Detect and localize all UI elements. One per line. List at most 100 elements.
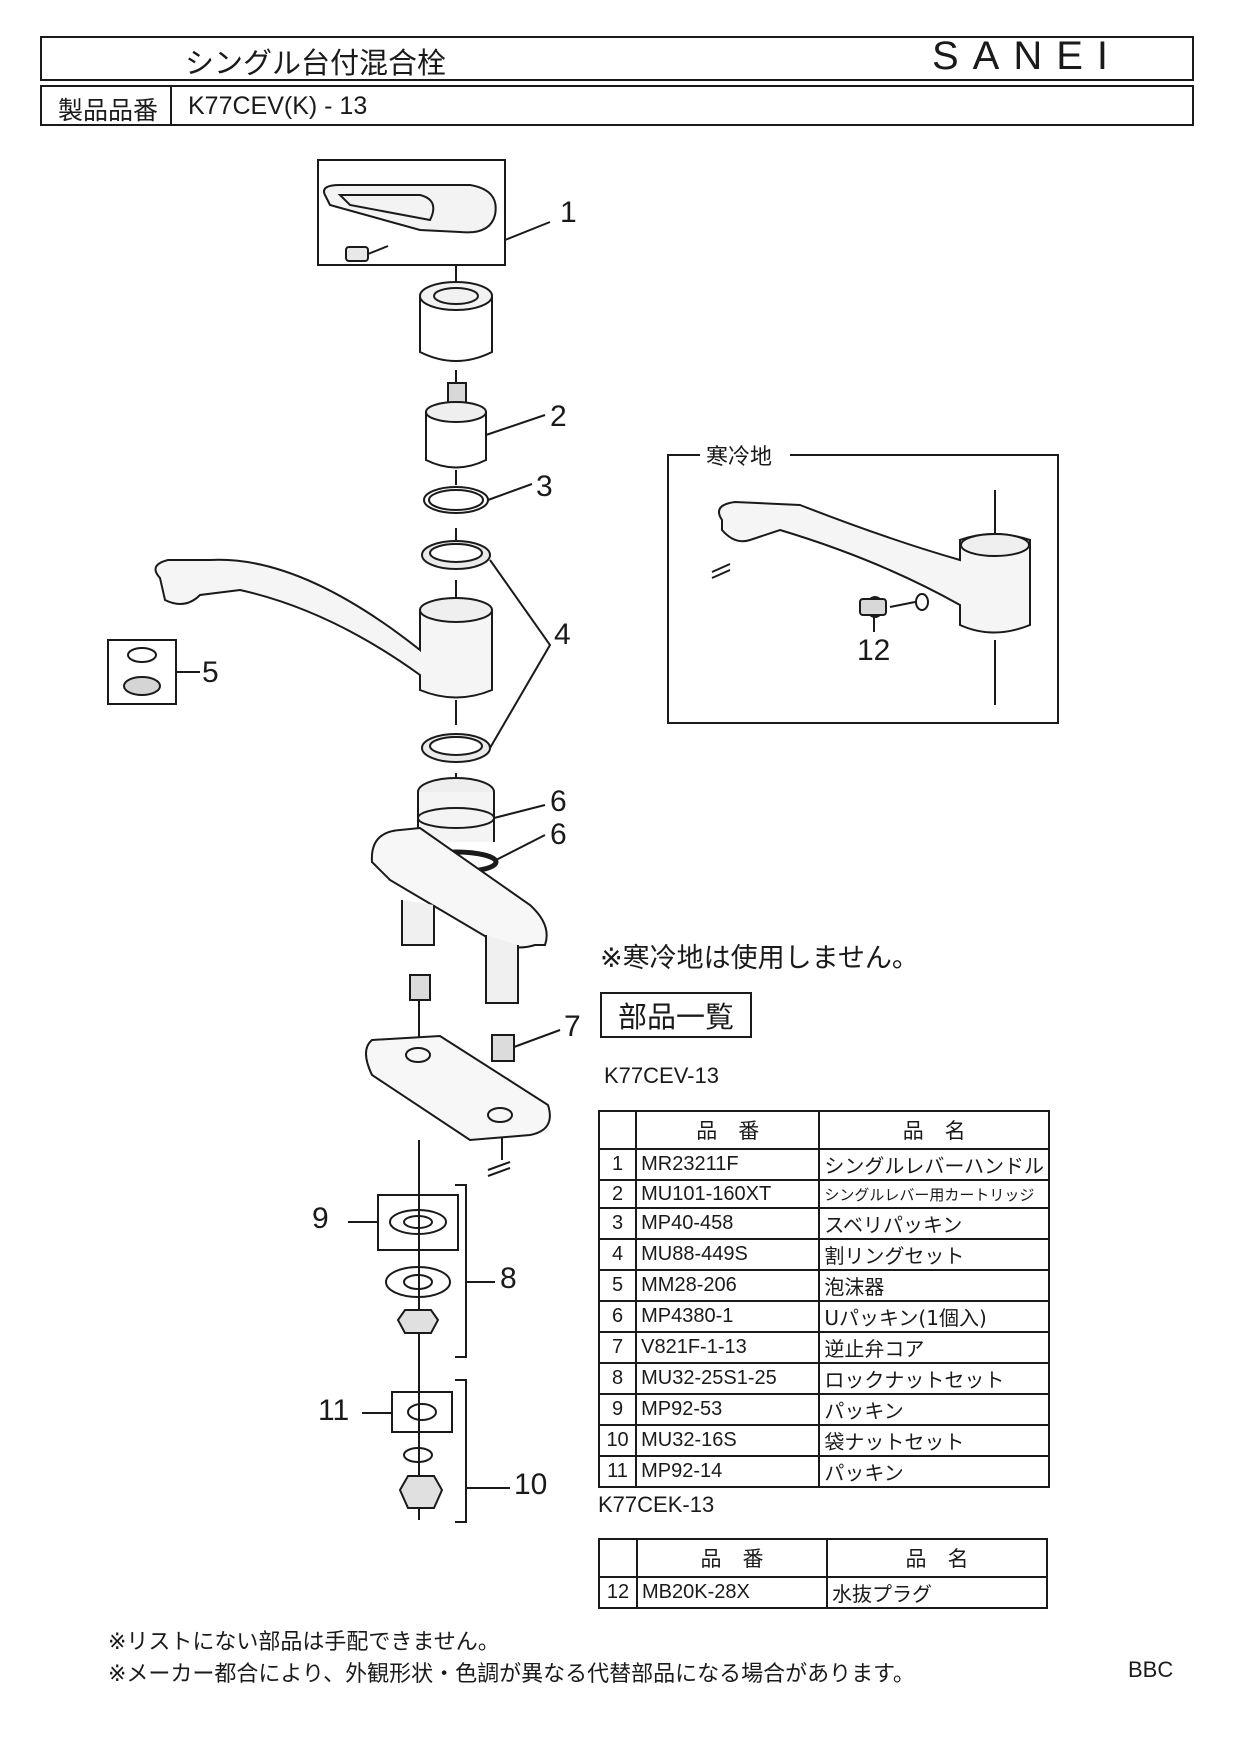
callout-12: 12 (857, 634, 891, 667)
handle-screw-thread (367, 245, 389, 255)
check-valve-left (409, 974, 431, 1001)
bracket-10 (455, 1379, 467, 1523)
leader-7 (513, 1029, 561, 1048)
table-header-row: 品 番 品 名 (598, 1538, 1048, 1578)
part-name: 泡沫器 (818, 1269, 1050, 1302)
part-no: 4 (597, 1238, 638, 1271)
table-header-name: 品 名 (818, 1110, 1050, 1150)
model-bar: 製品品番 K77CEV(K) - 13 (40, 85, 1194, 126)
aerator-washer (127, 647, 157, 663)
cold-region-note: ※寒冷地は使用しません。 (600, 943, 919, 974)
break-mark (487, 1161, 511, 1171)
lock-washer (385, 1266, 451, 1298)
product-title: シングル台付混合栓 (185, 46, 447, 80)
table-header-name: 品 名 (826, 1538, 1048, 1578)
part-code: MP4380-1 (635, 1300, 821, 1333)
callout-3: 3 (536, 470, 553, 503)
part-code: MM28-206 (635, 1269, 821, 1302)
part-name: 割リングセット (818, 1238, 1050, 1271)
aerator (123, 676, 161, 696)
model-label: 製品品番 (58, 96, 159, 125)
callout-1: 1 (560, 196, 577, 229)
split-ring-lower-in (429, 736, 483, 756)
drain-plug-head (859, 598, 887, 616)
handle-inset-box (317, 159, 506, 266)
lever-handle-inner (337, 194, 435, 222)
part-no: 5 (597, 1269, 638, 1302)
part-code: MP92-14 (635, 1455, 821, 1488)
callout-4: 4 (554, 618, 571, 651)
table-header-code: 品 番 (636, 1538, 828, 1578)
spout (154, 558, 493, 699)
leader-6b (495, 834, 546, 861)
leader-4 (489, 559, 552, 749)
table-header-no (597, 1110, 638, 1150)
table-header-row: 品 番 品 名 (597, 1110, 1050, 1150)
part-name: シングルレバー用カートリッジ (818, 1179, 1050, 1209)
part-code: V821F-1-13 (635, 1331, 821, 1364)
part-no: 6 (597, 1300, 638, 1333)
part-name: 水抜プラグ (826, 1576, 1048, 1609)
callout-6b: 6 (550, 818, 567, 851)
callout-8: 8 (500, 1262, 517, 1295)
leader-1 (504, 221, 551, 241)
model-number: K77CEV(K) - 13 (188, 92, 368, 120)
part-no: 2 (597, 1179, 638, 1209)
model-divider (170, 87, 172, 124)
part-code: MP92-53 (635, 1393, 821, 1426)
spout-body-top (419, 597, 493, 623)
table1-model: K77CEV-13 (604, 1063, 719, 1088)
part-no: 3 (597, 1207, 638, 1240)
part-name: シングルレバーハンドル (818, 1148, 1050, 1181)
drain-port (915, 593, 929, 611)
callout-10: 10 (514, 1468, 548, 1501)
part-code: MU88-449S (635, 1238, 821, 1271)
cold-spout (718, 500, 1031, 634)
callout-7: 7 (564, 1010, 581, 1043)
base-body (370, 826, 548, 949)
parts-list-title: 部品一覧 (600, 992, 753, 1038)
table-header-no (598, 1538, 638, 1578)
part-name: パッキン (818, 1393, 1050, 1426)
break-mark (711, 569, 731, 579)
packing-11 (407, 1403, 437, 1421)
packing-11-box (391, 1391, 453, 1433)
callout-6a: 6 (550, 785, 567, 818)
part-code: MB20K-28X (636, 1576, 828, 1609)
bracket-8 (455, 1184, 467, 1358)
part-code: MU101-160XT (635, 1179, 821, 1209)
part-name: ロックナットセット (818, 1362, 1050, 1395)
part-no: 7 (597, 1331, 638, 1364)
packing-9 (389, 1209, 447, 1235)
plate-hole-left (405, 1047, 431, 1063)
packing-9-inner (403, 1215, 433, 1229)
break-mark (711, 563, 731, 573)
table2-model: K77CEK-13 (598, 1492, 715, 1517)
split-ring-upper-in (429, 543, 483, 563)
table-header-code: 品 番 (635, 1110, 821, 1150)
footer-code: BBC (1128, 1657, 1174, 1682)
base-shank-left (401, 900, 435, 946)
part-no: 10 (597, 1424, 638, 1457)
base-shank-right (485, 935, 519, 1004)
part-no: 11 (597, 1455, 638, 1488)
handle-screw (345, 246, 369, 262)
break-mark (487, 1167, 511, 1177)
slip-packing-inner (428, 489, 484, 511)
valve-body-upper (418, 792, 494, 842)
mounting-plate (365, 1034, 551, 1142)
